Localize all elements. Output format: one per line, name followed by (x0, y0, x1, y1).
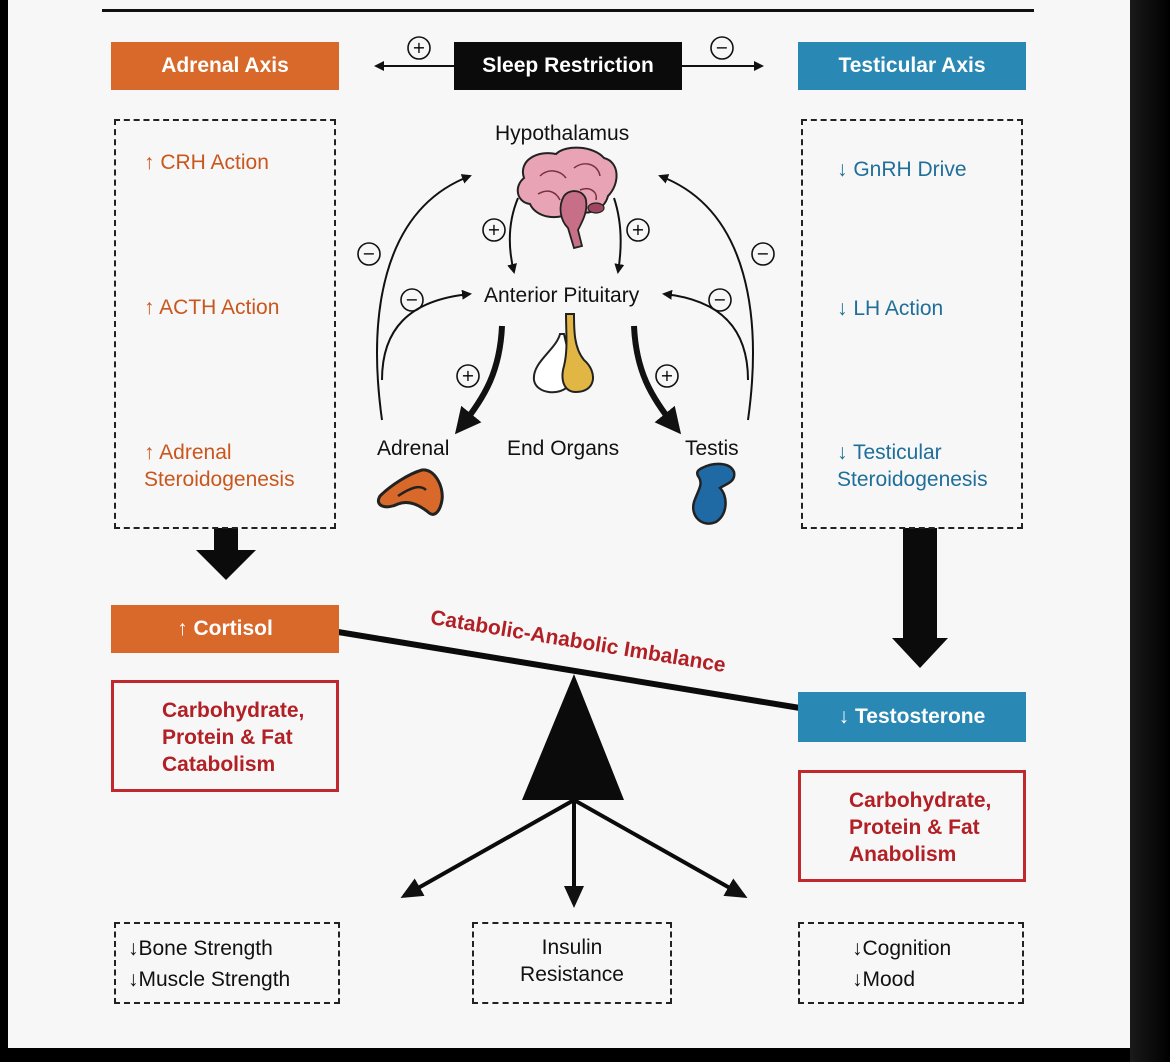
hypothalamus-label: Hypothalamus (495, 122, 630, 145)
sleep-left-arrow: + (374, 36, 454, 71)
top-rule (102, 9, 1034, 12)
sleep-right-arrow: − (682, 36, 764, 71)
testis-to-pituitary-feedback: − (662, 288, 749, 381)
catabolism-line-2: Protein & Fat (162, 726, 293, 749)
bone-strength-label: ↓Bone Strength (128, 937, 273, 960)
insulin-label: Insulin (541, 936, 603, 959)
outcome-cognition-box: ↓Cognition ↓Mood (798, 922, 1024, 1004)
sleep-restriction-title: Sleep Restriction (482, 54, 654, 77)
outcome-insulin-box: Insulin Resistance (472, 922, 672, 1004)
resistance-label: Resistance (520, 963, 624, 986)
adrenal-steroidogenesis-label-1: ↑ Adrenal (144, 441, 232, 464)
seesaw-fulcrum (522, 674, 624, 800)
beam-label: Catabolic-Anabolic Imbalance (429, 606, 728, 677)
svg-text:−: − (362, 244, 375, 263)
testosterone-label: ↓ Testosterone (838, 705, 986, 728)
anabolism-line-3: Anabolism (849, 843, 957, 866)
testicular-steroidogenesis-label-2: Steroidogenesis (837, 468, 988, 491)
svg-text:+: + (487, 220, 500, 239)
svg-text:+: + (412, 38, 425, 57)
catabolism-line-1: Carbohydrate, (162, 699, 305, 722)
catabolism-box: Carbohydrate, Protein & Fat Catabolism (111, 680, 339, 792)
end-organs-label: End Organs (507, 437, 620, 460)
seesaw-beam (337, 629, 801, 711)
pituitary-to-testis-arrow: + (631, 325, 682, 435)
cognition-label: ↓Cognition (852, 937, 952, 960)
svg-text:+: + (461, 366, 474, 385)
brain-icon (516, 146, 618, 250)
acth-action-label: ↑ ACTH Action (144, 296, 280, 319)
adrenal-steroidogenesis-label-2: Steroidogenesis (144, 468, 295, 491)
adrenal-down-block-arrow (196, 528, 256, 580)
svg-text:−: − (715, 38, 728, 57)
adrenal-to-hypothalamus-feedback: − (357, 174, 472, 421)
testicular-down-block-arrow (892, 528, 948, 668)
pituitary-icon (532, 313, 594, 394)
adrenal-axis-box: ↑ CRH Action ↑ ACTH Action ↑ Adrenal Ste… (114, 119, 336, 529)
testicular-axis-header: Testicular Axis (798, 42, 1026, 90)
diagram-graphics: + − + (129, 36, 948, 908)
anabolism-box: Carbohydrate, Protein & Fat Anabolism (798, 770, 1026, 882)
svg-text:−: − (405, 290, 418, 309)
catabolism-line-3: Catabolism (162, 753, 276, 776)
outcome-arrows (400, 798, 748, 908)
svg-text:+: + (660, 366, 673, 385)
hypothalamus-to-pituitary-right: + (613, 197, 650, 274)
cortisol-label: ↑ Cortisol (177, 617, 273, 640)
outcome-strength-box: ↓Bone Strength ↓Muscle Strength (114, 922, 340, 1004)
testis-to-hypothalamus-feedback: − (658, 174, 775, 421)
anterior-pituitary-label: Anterior Pituitary (484, 284, 640, 307)
adrenal-icon (377, 468, 444, 516)
muscle-strength-label: ↓Muscle Strength (128, 968, 291, 991)
testicular-axis-box: ↓ GnRH Drive ↓ LH Action ↓ Testicular St… (801, 119, 1023, 529)
testis-label: Testis (685, 437, 739, 460)
page-edge-shadow (1130, 0, 1170, 1062)
gnrh-drive-label: ↓ GnRH Drive (837, 158, 967, 181)
pituitary-to-adrenal-arrow: + (454, 325, 505, 435)
testosterone-box: ↓ Testosterone (798, 692, 1026, 742)
adrenal-to-pituitary-feedback: − (381, 288, 472, 381)
svg-text:+: + (631, 220, 644, 239)
testicular-axis-title: Testicular Axis (838, 54, 986, 77)
adrenal-axis-header: Adrenal Axis (111, 42, 339, 90)
hypothalamus-to-pituitary-left: + (482, 197, 519, 274)
svg-text:−: − (713, 290, 726, 309)
lh-action-label: ↓ LH Action (837, 297, 944, 320)
anabolism-line-1: Carbohydrate, (849, 789, 992, 812)
adrenal-label: Adrenal (377, 437, 450, 460)
svg-text:−: − (756, 244, 769, 263)
cortisol-box: ↑ Cortisol (111, 605, 339, 653)
crh-action-label: ↑ CRH Action (144, 151, 269, 174)
sleep-restriction-header: Sleep Restriction (454, 42, 682, 90)
anabolism-line-2: Protein & Fat (849, 816, 980, 839)
testis-icon (691, 462, 736, 525)
figure-page: + − + (8, 0, 1130, 1048)
mood-label: ↓Mood (852, 968, 916, 991)
testicular-steroidogenesis-label-1: ↓ Testicular (837, 441, 942, 464)
adrenal-axis-title: Adrenal Axis (161, 54, 289, 77)
